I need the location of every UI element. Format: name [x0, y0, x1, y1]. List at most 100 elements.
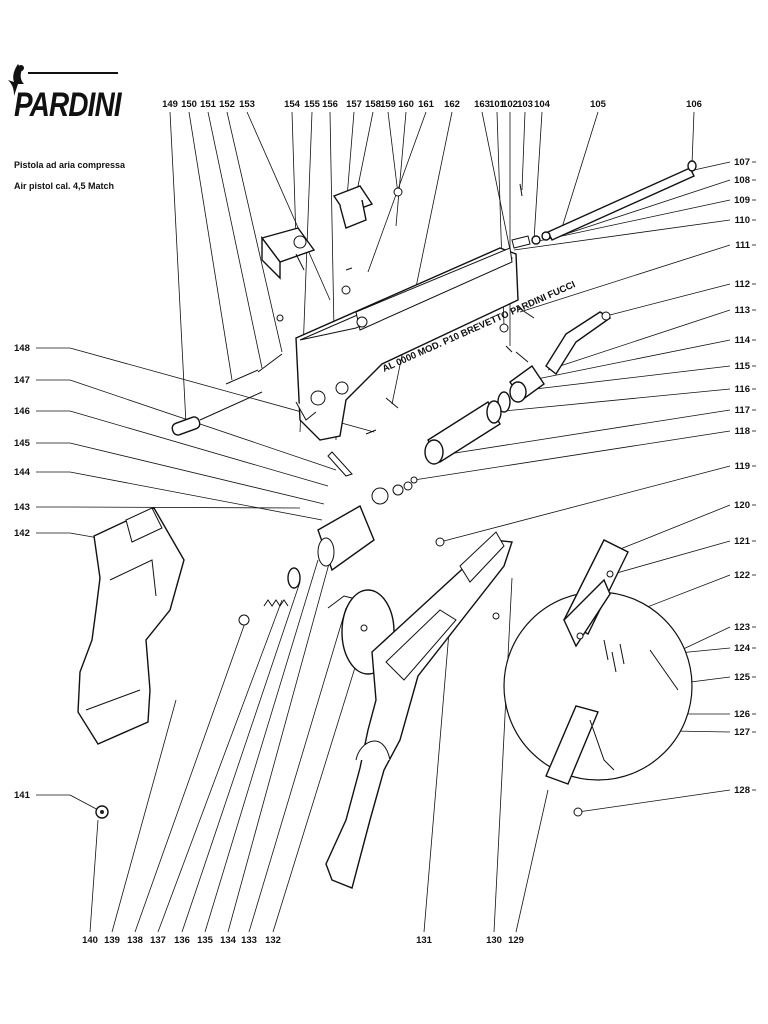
cylinder-part	[424, 400, 502, 465]
callout-153: 153	[239, 99, 255, 110]
brand-logo	[4, 62, 124, 152]
leader-line	[169, 111, 187, 425]
leader-line	[559, 179, 731, 237]
leader-line	[481, 111, 511, 251]
small-pins	[171, 183, 535, 477]
callout-136: 136	[174, 935, 190, 946]
callout-125: 125	[734, 672, 751, 683]
callout-162: 162	[444, 99, 460, 110]
leader-line	[134, 619, 247, 933]
callout-110: 110	[735, 215, 750, 226]
callout-111: 111	[735, 240, 751, 251]
callout-147: 147	[14, 375, 30, 386]
callout-155: 155	[304, 99, 321, 110]
leader-line	[513, 219, 731, 251]
callout-127: 127	[734, 727, 750, 738]
leader-line	[521, 111, 526, 191]
leader-line	[493, 577, 513, 933]
callout-151: 151	[200, 99, 217, 110]
leader-line	[89, 819, 99, 933]
cocking-lever-part	[545, 311, 612, 376]
spring-screw-parts	[238, 567, 301, 626]
leader-line	[519, 244, 731, 313]
callout-106: 106	[686, 99, 702, 110]
piston-part	[497, 365, 545, 413]
callout-145: 145	[14, 438, 31, 449]
callout-112: 112	[735, 279, 750, 290]
leader-line	[355, 111, 374, 197]
leader-line	[691, 111, 695, 165]
leader-line	[69, 471, 323, 521]
callout-130: 130	[486, 935, 502, 946]
leader-line	[413, 430, 731, 481]
leader-line	[439, 465, 731, 543]
subtitle-line-2: Air pistol cal. 4,5 Match	[14, 181, 115, 191]
callout-152: 152	[219, 99, 235, 110]
leader-line	[605, 540, 731, 577]
leader-line	[547, 309, 731, 371]
callout-115: 115	[735, 361, 751, 372]
callout-104: 104	[534, 99, 551, 110]
subtitle-line-1: Pistola ad aria compressa	[14, 160, 126, 170]
callout-158: 158	[365, 99, 381, 110]
callout-143: 143	[14, 502, 30, 513]
callout-128: 128	[734, 785, 750, 796]
leader-line	[69, 379, 337, 471]
callout-163: 163	[474, 99, 490, 110]
callout-126: 126	[734, 709, 750, 720]
leader-line	[435, 409, 731, 457]
callout-140: 140	[82, 935, 98, 946]
leader-line	[387, 111, 399, 195]
callout-105: 105	[590, 99, 607, 110]
callout-150: 150	[181, 99, 197, 110]
callout-113: 113	[735, 305, 750, 316]
receiver-frame-part: AL 0000 MOD. P10 BREVETTO PARDINI FUCCI	[295, 247, 577, 441]
leader-line	[493, 388, 731, 413]
callout-141: 141	[14, 790, 31, 801]
pardini-emblem-icon	[8, 64, 24, 96]
leader-line	[227, 559, 331, 933]
callout-144: 144	[14, 467, 31, 478]
lower-frame-part	[325, 531, 513, 889]
leader-line	[515, 789, 549, 933]
leader-line	[69, 506, 301, 509]
callout-137: 137	[150, 935, 166, 946]
callout-108: 108	[734, 175, 750, 186]
callout-122: 122	[734, 570, 750, 581]
callout-157: 157	[346, 99, 362, 110]
grip-part	[77, 507, 185, 745]
leader-line	[226, 111, 283, 353]
callout-132: 132	[265, 935, 281, 946]
leader-line	[531, 339, 731, 381]
callout-160: 160	[398, 99, 414, 110]
callout-114: 114	[735, 335, 751, 346]
callout-148: 148	[14, 343, 30, 354]
callout-138: 138	[127, 935, 143, 946]
leader-line	[605, 283, 731, 317]
callout-103: 103	[517, 99, 533, 110]
leader-line	[157, 599, 283, 933]
grip-screw-part	[95, 805, 109, 819]
rear-sight-part	[332, 185, 403, 229]
callout-107: 107	[734, 157, 750, 168]
callout-123: 123	[734, 622, 750, 633]
callout-161: 161	[418, 99, 435, 110]
callout-149: 149	[162, 99, 178, 110]
callout-109: 109	[734, 195, 750, 206]
leader-line	[69, 410, 329, 487]
callout-124: 124	[734, 643, 751, 654]
leader-line	[207, 111, 263, 369]
callout-102: 102	[502, 99, 518, 110]
leader-line	[248, 607, 347, 933]
barrel-part	[511, 160, 697, 249]
callout-146: 146	[14, 406, 30, 417]
callout-154: 154	[284, 99, 301, 110]
callout-156: 156	[322, 99, 338, 110]
callout-119: 119	[735, 461, 750, 472]
leader-line	[533, 199, 731, 243]
leader-line	[533, 111, 543, 241]
callout-117: 117	[735, 405, 750, 416]
rear-sight-bracket-part	[260, 227, 316, 280]
